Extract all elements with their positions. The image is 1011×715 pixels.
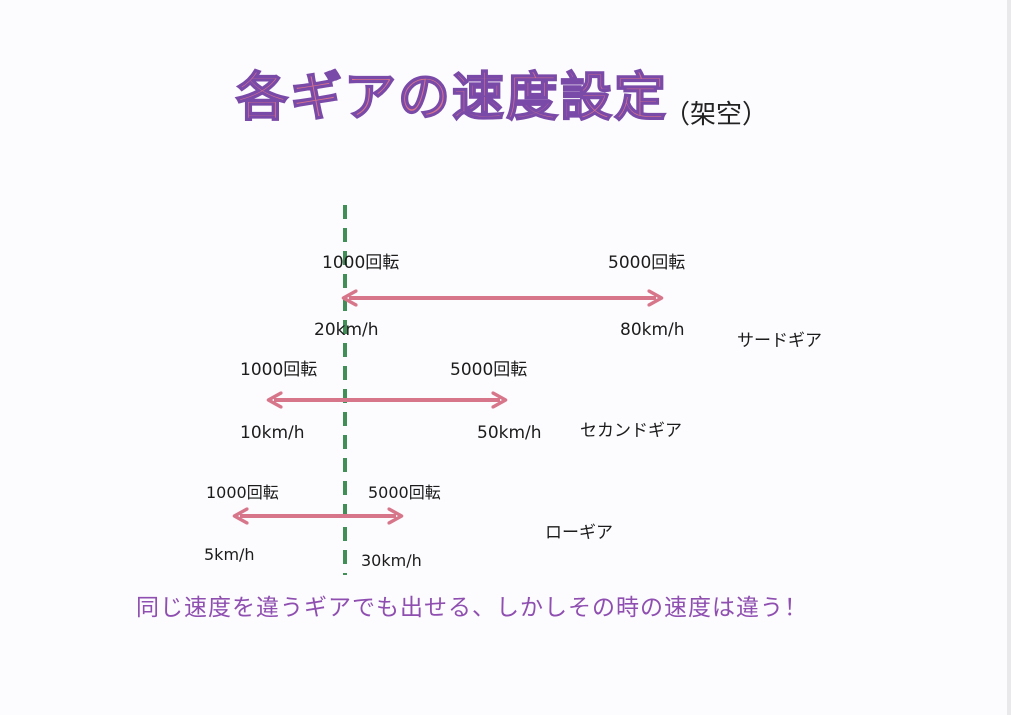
page-title: 各ギアの速度設定 <box>235 68 669 128</box>
low-gear-low-speed-label: 5km/h <box>204 545 255 564</box>
third-gear-high-speed-label: 80km/h <box>620 320 685 340</box>
second-gear-high-speed-label: 50km/h <box>477 423 542 443</box>
low-gear-name: ローギア <box>545 523 613 543</box>
low-gear-high-speed-label: 30km/h <box>361 551 422 570</box>
page-subtitle: （架空） <box>664 100 769 130</box>
second-gear-low-speed-label: 10km/h <box>240 423 305 443</box>
second-gear-high-rpm-label: 5000回転 <box>450 360 528 380</box>
third-gear-low-speed-label: 20km/h <box>314 320 379 340</box>
second-gear-name: セカンドギア <box>580 421 682 441</box>
third-gear-high-rpm-label: 5000回転 <box>608 253 686 273</box>
low-gear-high-rpm-label: 5000回転 <box>368 483 441 502</box>
low-gear-low-rpm-label: 1000回転 <box>206 483 279 502</box>
second-gear-low-rpm-label: 1000回転 <box>240 360 318 380</box>
third-gear-low-rpm-label: 1000回転 <box>322 253 400 273</box>
caption: 同じ速度を違うギアでも出せる、しかしその時の速度は違う！ <box>136 595 808 621</box>
third-gear-name: サードギア <box>737 331 822 351</box>
